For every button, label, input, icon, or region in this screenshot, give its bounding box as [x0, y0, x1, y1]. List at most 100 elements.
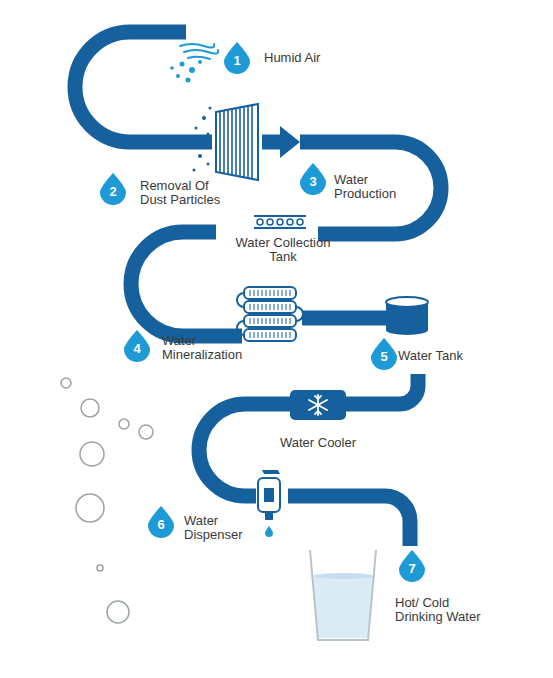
filter-stripe	[227, 110, 229, 175]
cartridge	[244, 329, 296, 341]
filter-stripe	[239, 107, 241, 177]
water-surface	[313, 573, 373, 579]
humid-air-symbol	[180, 44, 218, 59]
part-label: Water Cooler	[268, 436, 368, 450]
mineralization-symbol	[237, 287, 303, 341]
dust-dot	[209, 107, 212, 110]
drop-outline	[371, 338, 397, 370]
step-node: 4Water Mineralization	[124, 330, 150, 362]
callout-number: 5	[371, 350, 397, 364]
step-node: 3Water Production	[300, 163, 326, 195]
callout-number: 2	[100, 185, 126, 199]
filter-stripe	[247, 106, 249, 178]
dust-dot	[193, 169, 196, 172]
droplet	[189, 67, 195, 73]
tank-line	[254, 215, 306, 217]
tank-top	[386, 297, 428, 307]
bubbles	[61, 378, 153, 623]
callout-number: 7	[399, 562, 425, 576]
droplet	[170, 66, 174, 70]
step-label: Hot/ Cold Drinking Water	[395, 596, 495, 624]
cartridge-stripes	[250, 290, 290, 338]
stripe-set	[250, 318, 290, 324]
glass-symbol	[310, 550, 376, 640]
filter-stripe	[251, 105, 253, 179]
step-node: 7Hot/ Cold Drinking Water	[399, 550, 425, 582]
pipe-segment	[288, 496, 410, 546]
callout-number: 1	[224, 54, 250, 68]
droplet	[180, 62, 185, 67]
filter-stripe	[235, 108, 237, 176]
filter-stripe	[243, 107, 245, 178]
dust-particles	[193, 107, 212, 172]
faucet-spout	[262, 470, 280, 474]
tank-line	[254, 227, 306, 229]
filter-stripes	[220, 105, 252, 179]
tank-circle	[277, 219, 283, 225]
bubble	[97, 565, 103, 571]
stripe-set	[250, 290, 290, 296]
air-line	[180, 44, 214, 48]
drop-outline	[124, 330, 150, 362]
drop-outline	[148, 506, 174, 538]
tank-circle	[267, 219, 273, 225]
step-label: Removal Of Dust Particles	[140, 179, 235, 207]
falling-drop	[265, 526, 273, 537]
tank-circle	[297, 219, 303, 225]
filter-stripe	[223, 110, 225, 174]
snowflake-tip	[315, 396, 321, 414]
bubble	[61, 378, 71, 388]
droplet	[198, 60, 202, 64]
dust-dot	[198, 154, 202, 158]
filter-stripe	[231, 109, 233, 175]
cartridges	[244, 287, 296, 341]
drop-outline	[300, 163, 326, 195]
pipe-segment	[300, 142, 441, 234]
bubble	[119, 419, 129, 429]
pipe-segment	[302, 311, 386, 326]
tank-circles	[257, 219, 303, 225]
cartridge	[244, 287, 296, 299]
stripe-set	[250, 304, 290, 310]
drop-outline	[399, 550, 425, 582]
snowflake-arm	[309, 400, 327, 410]
callout-number: 4	[124, 342, 150, 356]
step-node: 5Water Tank	[371, 338, 397, 370]
filter-frame	[216, 104, 258, 180]
drop-outline	[100, 173, 126, 205]
step-label: Water Dispenser	[184, 514, 264, 542]
dust-dot	[195, 127, 198, 130]
dispenser-core	[264, 488, 274, 502]
tank-circle	[257, 219, 263, 225]
stripe-set	[250, 332, 290, 338]
tank-circle	[287, 219, 293, 225]
water-droplets	[170, 60, 202, 83]
step-label: Humid Air	[264, 51, 374, 65]
water-cooler-symbol	[290, 390, 346, 420]
droplet	[186, 78, 191, 83]
bubble	[139, 425, 153, 439]
part-label: Water Collection Tank	[233, 236, 333, 264]
bubble	[76, 494, 104, 522]
step-label: Water Tank	[398, 349, 488, 363]
bubble	[80, 442, 104, 466]
snowflake-arm	[309, 400, 327, 410]
pipe-segment	[262, 135, 282, 150]
snowflake	[309, 395, 327, 415]
dust-dot	[207, 163, 210, 166]
dispenser-symbol	[258, 470, 280, 537]
air-line	[184, 50, 218, 54]
callout-number: 6	[148, 518, 174, 532]
callout-number: 3	[300, 175, 326, 189]
dispenser-body	[258, 478, 280, 512]
pipe	[75, 32, 441, 546]
filter-stripe	[219, 111, 221, 173]
glass-water	[313, 576, 373, 638]
drop-outline	[224, 42, 250, 74]
step-label: Water Production	[334, 173, 414, 201]
water-tank-symbol	[386, 297, 428, 335]
dispenser-nozzle	[265, 512, 273, 520]
cartridge	[244, 315, 296, 327]
cooler-box	[290, 390, 346, 420]
